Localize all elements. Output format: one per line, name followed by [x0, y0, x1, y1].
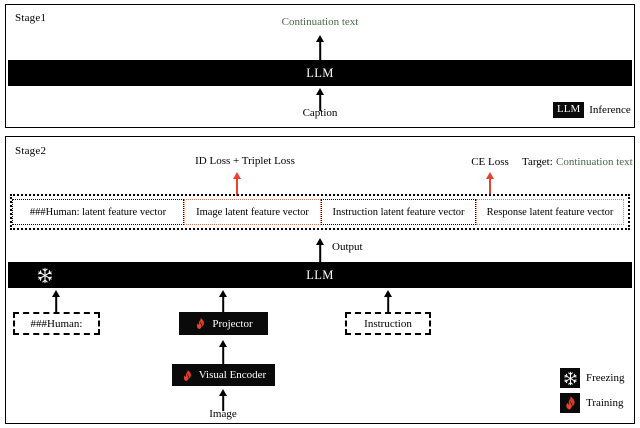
flame-icon [181, 368, 194, 383]
target-prefix-label: Target: [522, 156, 553, 168]
vector-cell-instruction: Instruction latent feature vector [321, 199, 476, 225]
instruction-token-box: Instruction [345, 312, 431, 335]
legend-freezing-row: Freezing [560, 368, 624, 388]
legend-freezing-label: Freezing [586, 372, 625, 384]
ce-loss-label: CE Loss [471, 156, 509, 168]
stage1-label: Stage1 [15, 12, 47, 24]
stage1-llm-bar: LLM [8, 60, 632, 86]
stage1-input-text: Caption [302, 107, 338, 119]
legend-training-row: Training [560, 393, 624, 413]
snowflake-icon [560, 368, 580, 388]
image-label: Image [209, 408, 237, 420]
vector-cell-image: Image latent feature vector [184, 199, 321, 225]
projector-label: Projector [212, 317, 253, 330]
flame-icon [194, 316, 207, 331]
stage2-llm-label: LLM [306, 267, 334, 282]
llm-inference-text: Inference [589, 103, 631, 116]
latent-vector-strip: ###Human: latent feature vector Image la… [10, 194, 630, 230]
stage1-llm-label: LLM [306, 65, 334, 80]
vector-cell-response: Response latent feature vector [476, 199, 624, 225]
output-label: Output [332, 241, 363, 253]
visual-encoder-label: Visual Encoder [198, 369, 267, 381]
llm-inference-legend: LLM Inference [553, 102, 631, 118]
stage2-llm-bar: LLM [8, 262, 632, 288]
llm-chip-label: LLM [553, 102, 585, 118]
id-triplet-loss-label: ID Loss + Triplet Loss [195, 155, 295, 167]
flame-icon [560, 393, 580, 413]
visual-encoder-box: Visual Encoder [172, 364, 275, 386]
target-value-label: Continuation text [556, 156, 633, 168]
projector-box: Projector [179, 312, 268, 335]
snowflake-icon [36, 267, 54, 284]
vector-cell-human: ###Human: latent feature vector [12, 199, 184, 225]
stage1-output-text: Continuation text [281, 16, 359, 28]
human-token-box: ###Human: [13, 312, 100, 335]
legend-training-label: Training [586, 397, 624, 409]
stage2-label: Stage2 [15, 145, 47, 157]
